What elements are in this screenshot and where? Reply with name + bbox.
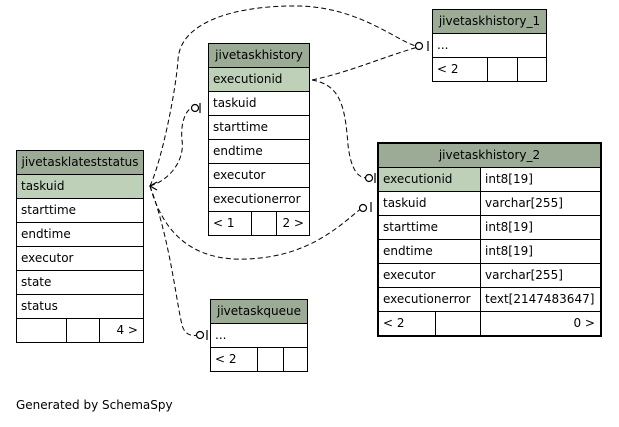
column-row: ... (211, 324, 307, 348)
parents-count[interactable]: < 2 (437, 62, 459, 76)
column-row: starttime (209, 116, 309, 140)
table-footer: < 2 (211, 348, 307, 371)
column-name: taskuid (383, 196, 427, 210)
table-jivetaskhistory-2[interactable]: jivetaskhistory_2 executionid int8[19] t… (377, 142, 602, 337)
parents-count[interactable]: < 2 (215, 352, 237, 366)
column-name: executionid (379, 168, 480, 191)
column-row: state (17, 271, 143, 295)
column-type: int8[19] (480, 240, 600, 263)
zero-marker-history-1 (414, 41, 424, 51)
column-row: ... (433, 34, 546, 58)
column-row: executionid (209, 68, 309, 92)
column-row: endtime (17, 223, 143, 247)
table-jivetasklateststatus[interactable]: jivetasklateststatus taskuid starttime e… (16, 150, 144, 343)
rows-count (251, 212, 276, 235)
column-row: taskuid (17, 175, 143, 199)
column-type: varchar[255] (480, 192, 600, 215)
column-name: starttime (21, 203, 77, 217)
parents-count[interactable] (17, 319, 66, 342)
column-name: ... (437, 38, 449, 52)
parents-count[interactable]: < 1 (213, 216, 235, 230)
column-type: text[2147483647] (480, 288, 600, 311)
table-jivetaskhistory[interactable]: jivetaskhistory executionid taskuid star… (208, 43, 310, 236)
children-count[interactable]: 4 > (99, 319, 143, 342)
link-latest-to-queue (149, 185, 199, 336)
children-count[interactable]: 0 > (480, 312, 600, 335)
column-row: executionerror (209, 188, 309, 212)
column-name: starttime (383, 220, 439, 234)
table-jivetaskhistory-1[interactable]: jivetaskhistory_1 ... < 2 (432, 9, 547, 82)
column-row: executionerror text[2147483647] (379, 288, 600, 312)
link-latest-to-history-2 (149, 185, 366, 260)
column-row: executor varchar[255] (379, 264, 600, 288)
link-latest-junction (148, 181, 158, 191)
table-footer: 4 > (17, 319, 143, 342)
column-name: executionerror (383, 292, 471, 306)
column-name: taskuid (213, 96, 257, 110)
rows-count (257, 348, 283, 371)
children-count[interactable] (283, 348, 307, 371)
column-name: executor (383, 268, 436, 282)
link-history-to-history-1 (311, 46, 419, 81)
link-latest-to-history-1 (149, 5, 417, 187)
link-latest-to-history (149, 107, 194, 187)
column-name: executionerror (213, 192, 301, 206)
generated-by-credit: Generated by SchemaSpy (16, 398, 173, 412)
column-name: executor (213, 168, 266, 182)
parents-count[interactable]: < 2 (383, 316, 405, 330)
zero-marker-history (190, 103, 200, 113)
rows-count (487, 58, 517, 81)
column-row: executor (209, 164, 309, 188)
table-title[interactable]: jivetaskhistory_1 (433, 10, 546, 34)
column-row: endtime (209, 140, 309, 164)
column-name: endtime (383, 244, 433, 258)
zero-marker-history-2-b (358, 203, 368, 213)
column-row: executor (17, 247, 143, 271)
zero-marker-history-2-a (364, 173, 374, 183)
table-title[interactable]: jivetasklateststatus (17, 151, 143, 175)
column-row: taskuid varchar[255] (379, 192, 600, 216)
table-footer: < 2 (433, 58, 546, 81)
column-row: starttime int8[19] (379, 216, 600, 240)
column-row: status (17, 295, 143, 319)
column-name: endtime (213, 144, 263, 158)
column-name: status (21, 299, 58, 313)
table-title[interactable]: jivetaskqueue (211, 300, 307, 324)
column-name: executionid (209, 68, 309, 91)
column-name: executor (21, 251, 74, 265)
table-title[interactable]: jivetaskhistory_2 (379, 144, 600, 168)
column-name: state (21, 275, 52, 289)
table-footer: < 1 2 > (209, 212, 309, 235)
rows-count (66, 319, 99, 342)
column-type: varchar[255] (480, 264, 600, 287)
column-name: ... (215, 328, 227, 342)
column-name: starttime (213, 120, 269, 134)
table-title[interactable]: jivetaskhistory (209, 44, 309, 68)
link-history-to-history-2 (311, 79, 368, 179)
column-type: int8[19] (480, 216, 600, 239)
column-name: endtime (21, 227, 71, 241)
rows-count (435, 312, 480, 335)
table-jivetaskqueue[interactable]: jivetaskqueue ... < 2 (210, 299, 308, 372)
zero-marker-queue (195, 330, 205, 340)
children-count[interactable]: 2 > (276, 212, 309, 235)
column-name: taskuid (17, 175, 143, 198)
column-row: taskuid (209, 92, 309, 116)
table-footer: < 2 0 > (379, 312, 600, 335)
column-row: executionid int8[19] (379, 168, 600, 192)
column-type: int8[19] (480, 168, 600, 191)
children-count[interactable] (517, 58, 546, 81)
column-row: endtime int8[19] (379, 240, 600, 264)
column-row: starttime (17, 199, 143, 223)
